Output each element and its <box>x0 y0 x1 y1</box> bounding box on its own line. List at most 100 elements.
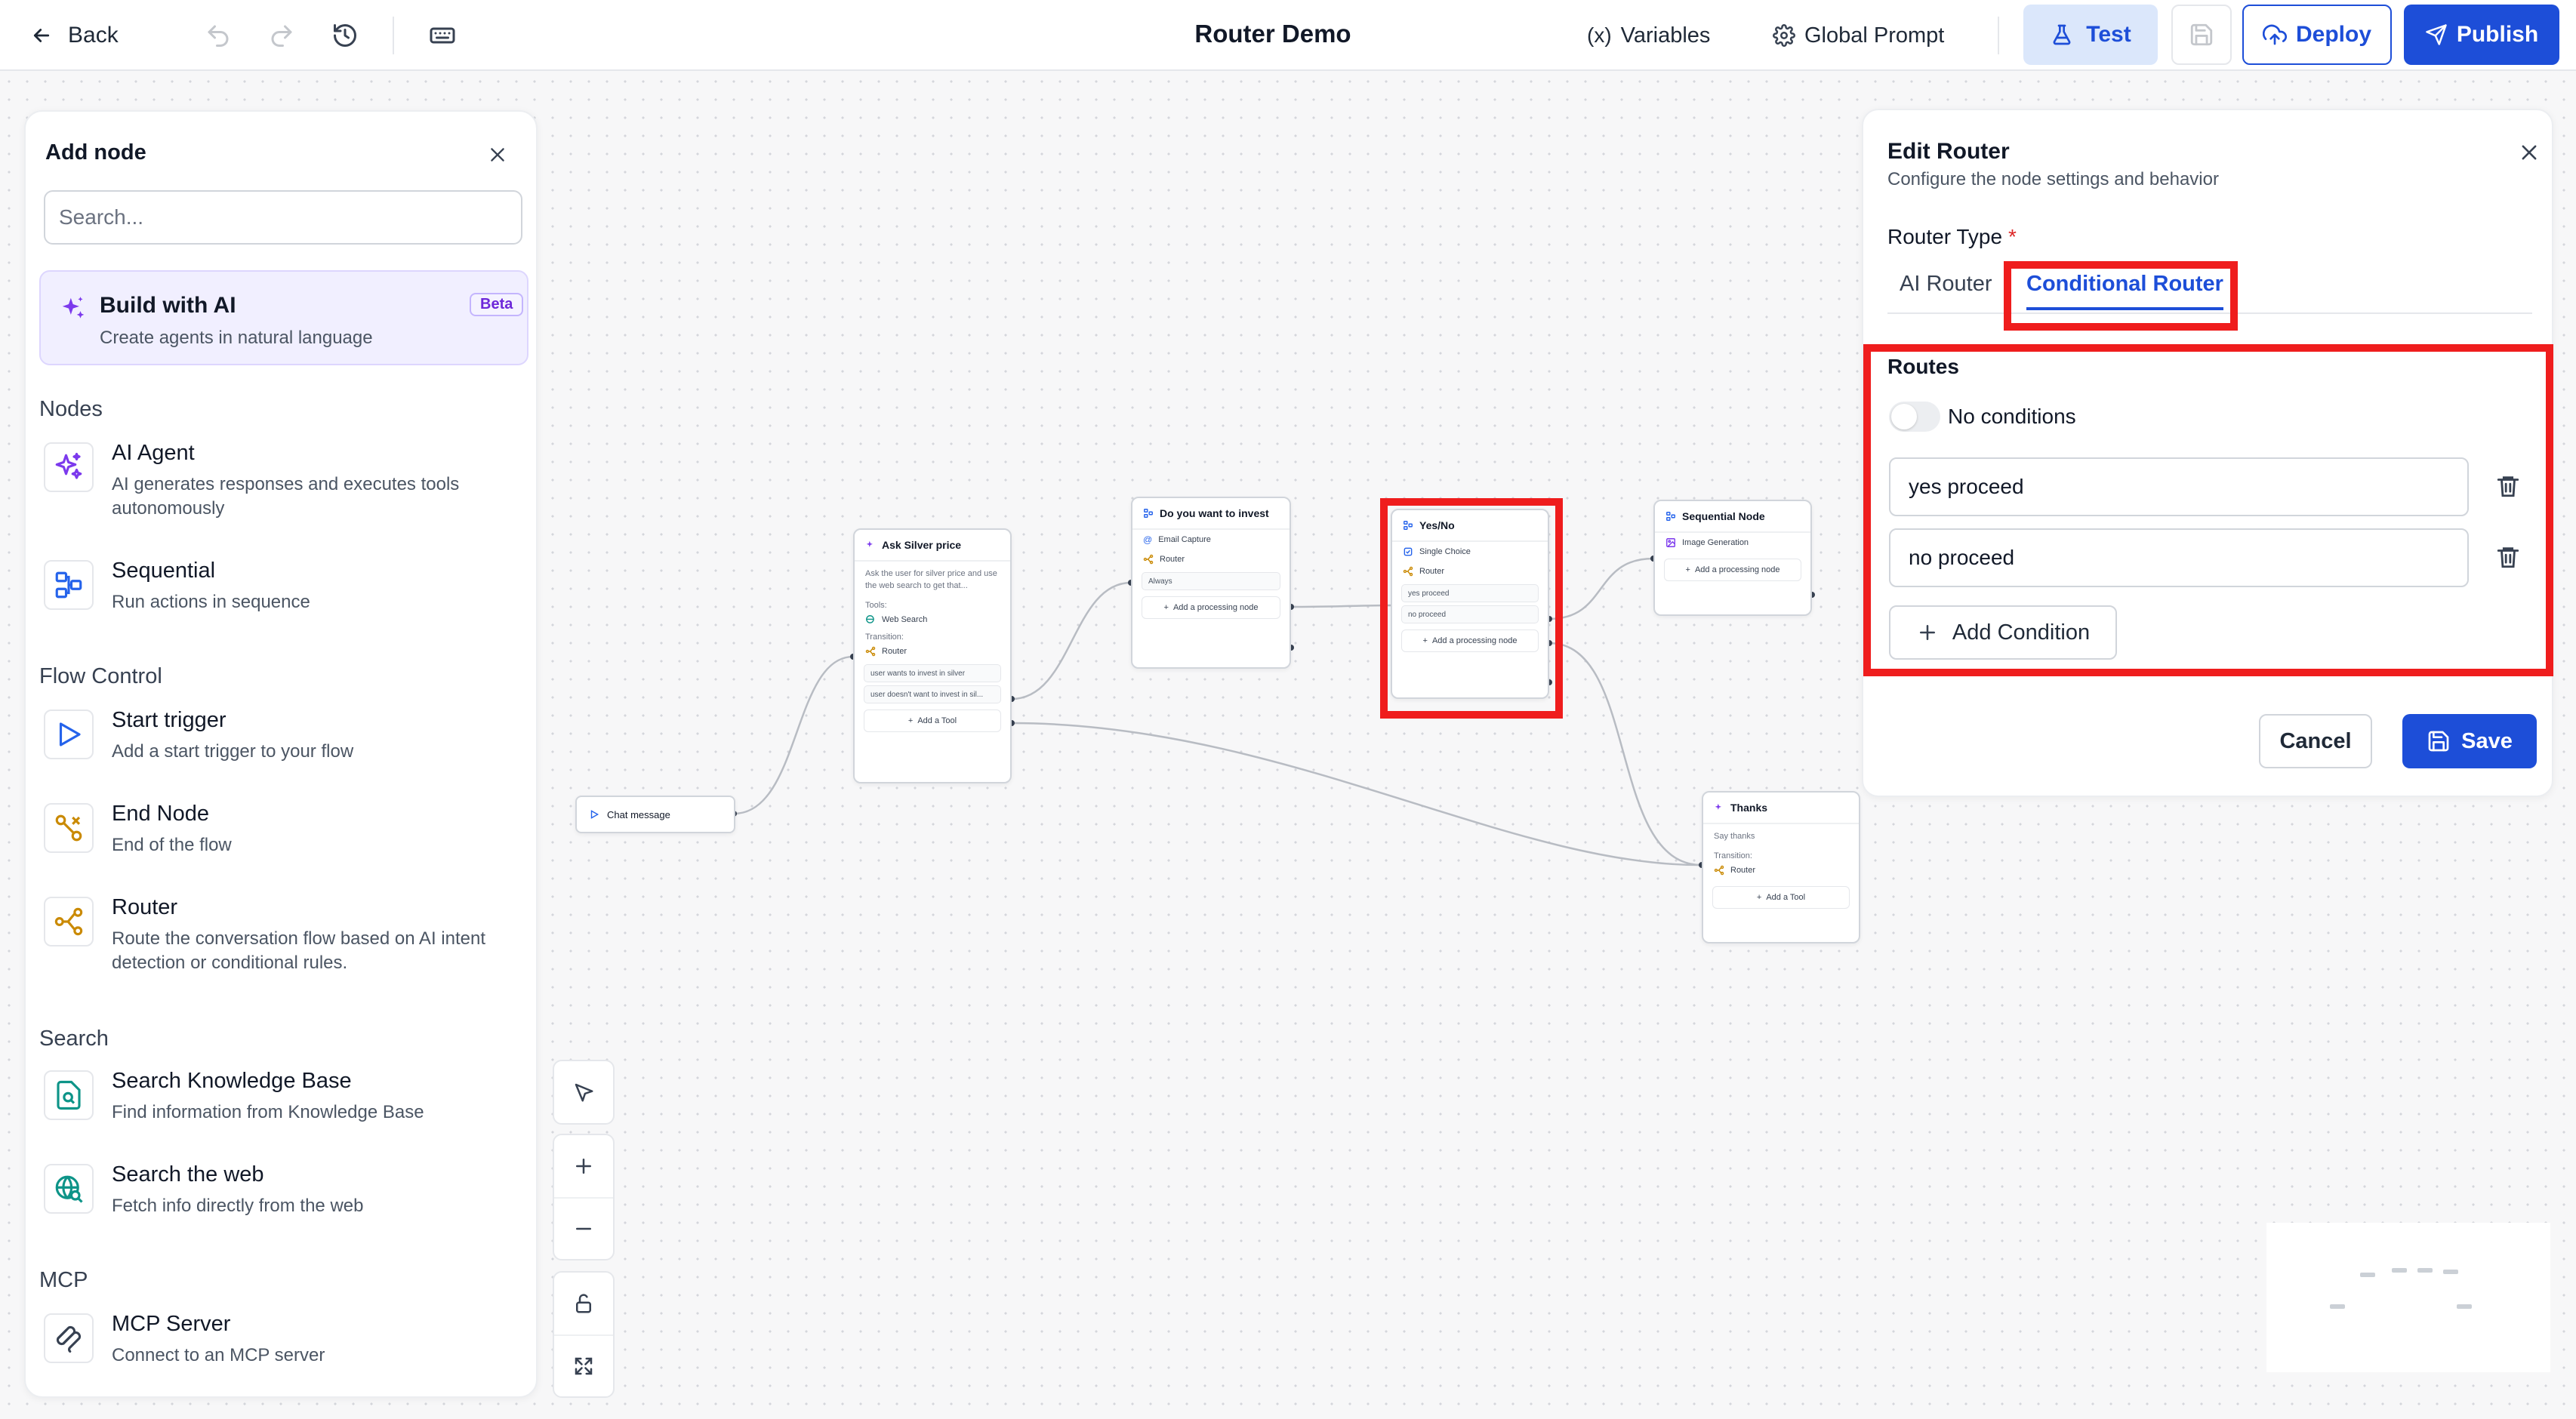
cloud-upload-icon <box>2262 24 2287 45</box>
choice-label: Single Choice <box>1419 547 1471 556</box>
play-icon <box>590 810 599 819</box>
node-search-input[interactable] <box>44 190 522 245</box>
back-button[interactable]: Back <box>30 18 119 53</box>
delete-condition-button[interactable] <box>2491 469 2525 503</box>
lock-button[interactable] <box>554 1273 613 1334</box>
delete-condition-button[interactable] <box>2491 540 2525 574</box>
fit-view-button[interactable] <box>554 1334 613 1396</box>
history-button[interactable] <box>328 18 362 53</box>
sparkles-icon <box>1715 803 1721 810</box>
condition-input[interactable] <box>1889 457 2469 516</box>
build-with-ai-card[interactable]: Build with AI Create agents in natural l… <box>39 270 528 365</box>
sequential-description: Run actions in sequence <box>112 592 310 612</box>
router-type-tabs: AI Router Conditional Router <box>1887 261 2532 314</box>
tab-ai-router[interactable]: AI Router <box>1900 272 1992 296</box>
deploy-label: Deploy <box>2295 22 2372 47</box>
arrow-left-icon <box>33 29 50 42</box>
build-with-ai-name: Build with AI <box>100 293 236 318</box>
view-controls <box>553 1271 615 1398</box>
test-button[interactable]: Test <box>2023 5 2158 65</box>
keyboard-shortcuts-button[interactable] <box>425 18 460 53</box>
zoom-controls <box>553 1134 615 1260</box>
add-tool-label: Add a Tool <box>917 716 957 725</box>
global-prompt-button[interactable]: Global Prompt <box>1773 18 1944 53</box>
plus-icon: + <box>1422 636 1428 645</box>
add-tool-button[interactable]: + Add a Tool <box>1712 886 1850 909</box>
start-trigger-icon-box <box>44 710 94 759</box>
tools-label: Tools: <box>865 601 887 610</box>
routes-label: Routes <box>1887 355 1959 378</box>
save-flow-button[interactable] <box>2171 5 2232 65</box>
thanks-node[interactable]: Thanks Say thanks Transition: Router + A… <box>1702 791 1860 943</box>
sequence-icon <box>55 571 82 599</box>
yes-no-node[interactable]: Yes/No Single Choice Router yes proceed … <box>1391 509 1549 699</box>
node-header: Ask Silver price <box>855 530 1010 562</box>
plus-icon: + <box>1163 603 1169 612</box>
add-tool-button[interactable]: + Add a Tool <box>864 710 1001 732</box>
condition-input[interactable] <box>1889 528 2469 587</box>
expand-icon <box>575 1357 593 1375</box>
minimap[interactable] <box>2266 1223 2550 1372</box>
close-edit-router-button[interactable] <box>2514 137 2544 168</box>
add-processing-node-button[interactable]: + Add a processing node <box>1142 596 1280 619</box>
router-type-text: Router Type <box>1887 225 2003 248</box>
router-row: Router <box>1132 549 1290 569</box>
minimap-node <box>2417 1268 2433 1273</box>
knowledge-search-icon <box>57 1080 81 1110</box>
ai-agent-icon-box <box>44 442 94 492</box>
close-add-node-button[interactable] <box>483 140 512 169</box>
tool-name: Web Search <box>882 615 928 624</box>
sequential-node[interactable]: Sequential Node Image Generation + Add a… <box>1653 500 1812 616</box>
search-web-description: Fetch info directly from the web <box>112 1196 364 1216</box>
do-you-want-to-invest-node[interactable]: Do you want to invest @ Email Capture Ro… <box>1131 497 1291 669</box>
publish-button[interactable]: Publish <box>2404 5 2559 65</box>
zoom-out-button[interactable] <box>554 1197 613 1259</box>
plus-icon <box>576 1159 591 1174</box>
route-item: yes proceed <box>1401 584 1539 602</box>
route-item: user doesn't want to invest in sil... <box>864 685 1001 703</box>
transition-label: Transition: <box>1714 851 1752 860</box>
chat-message-node[interactable]: Chat message <box>575 796 735 833</box>
minimap-node <box>2330 1304 2345 1309</box>
router-icon <box>1714 865 1724 876</box>
start-trigger-description: Add a start trigger to your flow <box>112 741 354 762</box>
sequence-icon <box>1404 521 1413 530</box>
start-trigger-name: Start trigger <box>112 708 226 732</box>
add-condition-label: Add Condition <box>1952 620 2091 645</box>
yes-no-node-highlight <box>1380 498 1563 719</box>
beta-badge: Beta <box>470 293 524 316</box>
edge-no-to-thanks <box>1548 642 1702 866</box>
redo-button[interactable] <box>264 18 299 53</box>
minimap-node <box>2360 1273 2375 1277</box>
end-node-name: End Node <box>112 802 209 826</box>
router-icon <box>54 907 83 936</box>
zoom-in-button[interactable] <box>554 1135 613 1197</box>
undo-button[interactable] <box>201 18 236 53</box>
tab-conditional-router[interactable]: Conditional Router <box>2026 272 2223 310</box>
select-tool-button[interactable] <box>554 1061 613 1123</box>
image-icon <box>1666 538 1675 547</box>
search-web-name: Search the web <box>112 1162 264 1187</box>
toolbar-divider <box>1998 17 1999 54</box>
sparkles-icon <box>55 452 82 479</box>
router-icon <box>1403 566 1413 577</box>
router-description: Route the conversation flow based on AI … <box>112 928 485 973</box>
variables-icon: (x) <box>1587 23 1612 47</box>
no-conditions-toggle[interactable] <box>1889 402 1940 432</box>
ask-silver-price-node[interactable]: Ask Silver price Ask the user for silver… <box>853 528 1012 783</box>
variables-button[interactable]: (x) Variables <box>1587 18 1710 53</box>
router-icon <box>865 646 876 657</box>
deploy-button[interactable]: Deploy <box>2242 5 2392 65</box>
sequential-name: Sequential <box>112 559 216 583</box>
cancel-button[interactable]: Cancel <box>2259 714 2372 768</box>
add-processing-node-button[interactable]: + Add a processing node <box>1401 629 1539 652</box>
router-label: Router <box>882 647 907 656</box>
node-title: Sequential Node <box>1682 510 1765 522</box>
add-processing-node-button[interactable]: + Add a processing node <box>1664 559 1801 581</box>
minimap-node <box>2443 1270 2458 1274</box>
save-button[interactable]: Save <box>2402 714 2537 768</box>
node-title: Ask Silver price <box>882 539 962 551</box>
router-type-label: Router Type* <box>1887 225 2017 249</box>
add-condition-button[interactable]: Add Condition <box>1889 605 2117 660</box>
global-prompt-label: Global Prompt <box>1804 23 1945 48</box>
